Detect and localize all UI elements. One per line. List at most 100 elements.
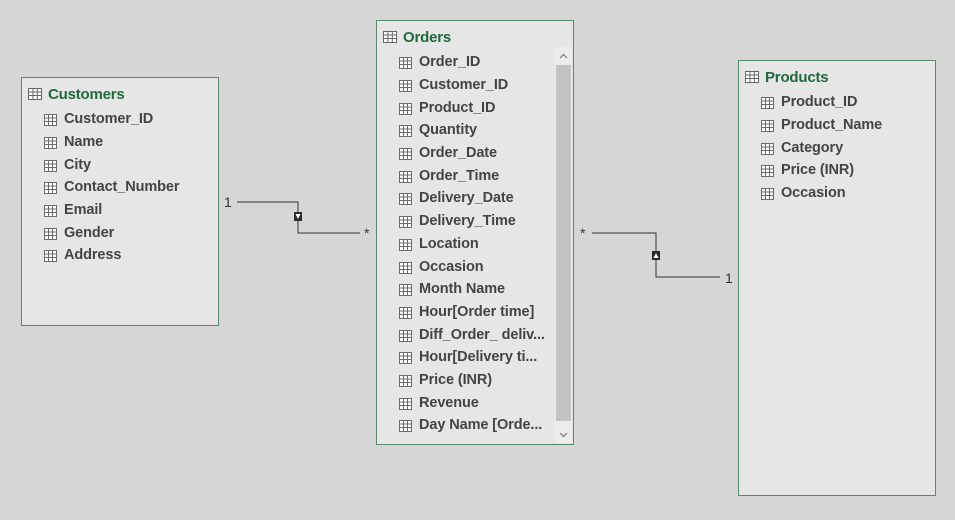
column-icon	[399, 261, 412, 274]
table-icon	[383, 31, 397, 43]
column-row[interactable]: Name	[22, 131, 218, 154]
column-icon	[44, 249, 57, 263]
column-row[interactable]: Order_Time	[377, 164, 555, 187]
cardinality-many-orders-left: *	[364, 225, 370, 241]
table-icon	[745, 71, 759, 83]
column-label: Address	[64, 247, 122, 264]
cardinality-one-customers: 1	[224, 194, 232, 210]
column-icon	[44, 159, 57, 172]
column-row[interactable]: Day Name [Orde...	[377, 414, 555, 437]
column-row[interactable]: Price (INR)	[377, 369, 555, 392]
column-row[interactable]: Order_Date	[377, 142, 555, 165]
column-row[interactable]: Occasion	[377, 255, 555, 278]
column-row[interactable]: City	[22, 153, 218, 176]
column-icon	[399, 397, 412, 410]
column-label: Hour[Delivery ti...	[419, 349, 538, 366]
orders-table[interactable]: Orders Order_ID Customer_ID Product_ID Quan…	[376, 20, 574, 445]
column-label: Price (INR)	[781, 162, 855, 179]
relationship-customers-orders[interactable]	[237, 201, 360, 234]
column-icon	[761, 142, 774, 155]
column-icon	[44, 204, 57, 218]
column-row[interactable]: Quantity	[377, 119, 555, 142]
column-label: Order_Time	[419, 167, 500, 184]
column-label: Product_ID	[419, 99, 496, 116]
column-row[interactable]: Revenue	[377, 391, 555, 414]
column-row[interactable]: Hour[Order time]	[377, 301, 555, 324]
column-icon	[399, 170, 412, 183]
table-title: Orders	[403, 28, 451, 46]
column-row[interactable]: Order_ID	[377, 51, 555, 74]
column-row[interactable]: Hour[Delivery ti...	[377, 346, 555, 369]
scrollbar-thumb[interactable]	[556, 65, 571, 421]
column-row[interactable]: Delivery_Date	[377, 187, 555, 210]
column-icon	[44, 113, 57, 127]
column-icon	[399, 419, 412, 433]
column-icon	[399, 192, 412, 206]
column-icon	[44, 136, 57, 150]
scroll-up-icon[interactable]	[555, 47, 572, 64]
table-header: Products	[745, 67, 829, 87]
column-label: Gender	[64, 224, 115, 241]
column-row[interactable]: Address	[22, 244, 218, 267]
vertical-scrollbar[interactable]	[555, 47, 572, 443]
column-row[interactable]: Delivery_Time	[377, 210, 555, 233]
column-row[interactable]: Gender	[22, 221, 218, 244]
column-label: Delivery_Date	[419, 190, 514, 207]
column-label: Order_ID	[419, 54, 481, 71]
column-row[interactable]: Product_Name	[739, 114, 935, 137]
column-icon	[399, 215, 412, 229]
column-row[interactable]: Product_ID	[739, 91, 935, 114]
column-row[interactable]: Location	[377, 233, 555, 256]
column-icon	[399, 306, 412, 319]
table-icon	[28, 88, 42, 100]
column-row[interactable]: Customer_ID	[377, 74, 555, 97]
column-label: Revenue	[419, 394, 479, 411]
column-icon	[761, 164, 774, 178]
column-label: Customer_ID	[64, 111, 154, 128]
column-label: Occasion	[419, 258, 484, 275]
scroll-down-icon[interactable]	[555, 426, 572, 443]
column-row[interactable]: Contact_Number	[22, 176, 218, 199]
column-row[interactable]: Price (INR)	[739, 159, 935, 182]
column-row[interactable]: Email	[22, 199, 218, 222]
column-icon	[761, 119, 774, 133]
column-label: Day Name [Orde...	[419, 417, 543, 434]
column-icon	[399, 238, 412, 251]
table-header: Orders	[383, 27, 451, 47]
column-label: Name	[64, 134, 104, 151]
column-label: Occasion	[781, 185, 846, 202]
column-icon	[399, 147, 412, 161]
column-label: Product_ID	[781, 94, 858, 111]
column-label: Hour[Order time]	[419, 303, 535, 320]
column-icon	[44, 227, 57, 240]
filter-down-arrow-icon	[294, 212, 302, 221]
column-icon	[44, 181, 57, 195]
column-label: Email	[64, 202, 103, 219]
column-row[interactable]: Customer_ID	[22, 108, 218, 131]
column-row[interactable]: Product_ID	[377, 96, 555, 119]
column-label: Category	[781, 139, 844, 156]
column-icon	[399, 79, 412, 93]
column-row[interactable]: Occasion	[739, 182, 935, 205]
column-label: Customer_ID	[419, 77, 509, 94]
column-icon	[399, 283, 412, 297]
relationship-products-orders[interactable]	[592, 232, 720, 278]
column-row[interactable]: Diff_Order_ deliv...	[377, 323, 555, 346]
column-label: Month Name	[419, 281, 506, 298]
column-icon	[399, 329, 412, 342]
column-label: Delivery_Time	[419, 213, 516, 230]
column-label: Diff_Order_ deliv...	[419, 326, 545, 343]
column-icon	[399, 374, 412, 387]
column-icon	[761, 96, 774, 110]
column-row[interactable]: Category	[739, 136, 935, 159]
column-label: Product_Name	[781, 117, 883, 134]
column-label: Order_Date	[419, 145, 497, 162]
column-row[interactable]: Month Name	[377, 278, 555, 301]
filter-up-arrow-icon	[652, 251, 660, 260]
